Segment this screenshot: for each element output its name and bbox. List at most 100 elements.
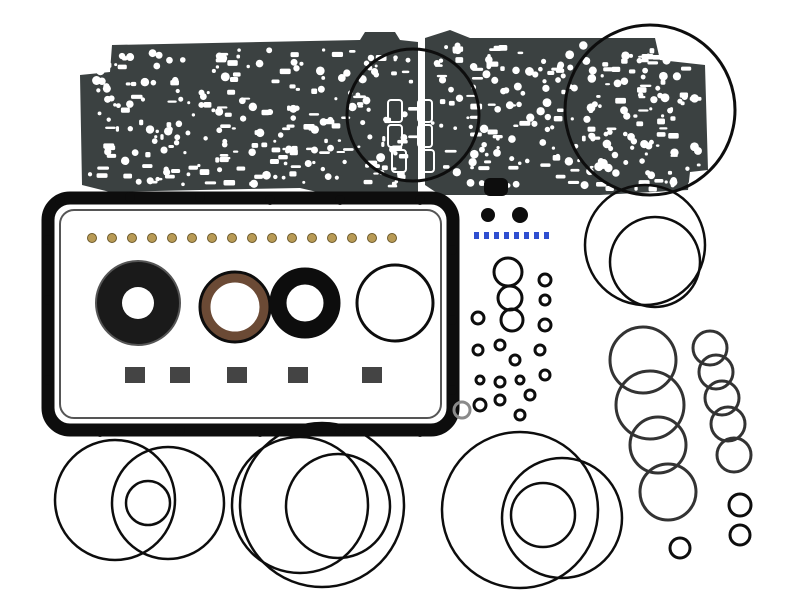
steel-washer (452, 400, 472, 420)
plate-hole (623, 160, 629, 165)
plate-hole (163, 127, 173, 136)
plate-hole (538, 66, 543, 72)
plate-hole (140, 97, 146, 102)
plate-hole (312, 160, 316, 165)
plate-hole (181, 182, 185, 187)
brass-sleeve (187, 233, 197, 243)
plate-hole (277, 132, 284, 138)
large-o-ring (345, 47, 481, 183)
plate-hole (317, 85, 325, 93)
plate-slot (382, 135, 386, 142)
plate-slot (508, 165, 519, 170)
plate-hole (135, 178, 142, 185)
plate-hole (237, 48, 241, 52)
plate-hole (580, 181, 589, 190)
plate-slot (492, 134, 503, 139)
blue-filter-plug (474, 232, 479, 239)
plate-hole (215, 107, 224, 116)
plate-hole (551, 146, 556, 150)
brass-sleeve (127, 233, 137, 243)
plate-hole (648, 139, 654, 145)
plate-hole (493, 149, 501, 157)
plate-hole (636, 57, 643, 64)
plate-slot (519, 120, 531, 126)
plate-hole (290, 115, 297, 121)
plate-hole (540, 58, 547, 64)
plate-slot (105, 126, 116, 129)
plate-slot (160, 134, 164, 140)
plate-slot (199, 169, 210, 175)
plate-hole (362, 96, 371, 105)
plate-slot (231, 127, 236, 130)
o-ring (110, 445, 226, 561)
plate-slot (668, 133, 679, 139)
small-o-ring (493, 375, 507, 389)
plate-slot (547, 70, 555, 76)
o-ring (238, 421, 406, 589)
plate-slot (633, 114, 638, 118)
left-separator-plate (80, 32, 418, 195)
plate-slot (363, 179, 373, 185)
plate-slot (581, 135, 586, 142)
plate-slot (659, 127, 668, 130)
plate-slot (120, 107, 130, 113)
blue-filter-plug (544, 232, 549, 239)
plate-hole (620, 77, 629, 86)
plate-hole (281, 175, 286, 180)
plate-hole (246, 64, 250, 69)
plate-slot (434, 64, 443, 67)
plate-slot (325, 119, 335, 125)
o-ring (727, 492, 753, 518)
plate-hole (556, 63, 564, 71)
plate-hole (255, 59, 264, 68)
plate-hole (186, 172, 191, 177)
plate-slot (331, 123, 341, 129)
plate-hole (97, 59, 102, 63)
plate-hole (438, 58, 444, 63)
plate-hole (198, 101, 205, 108)
plate-hole (681, 94, 688, 101)
small-o-ring (513, 408, 527, 422)
plate-hole (512, 66, 520, 75)
brass-sleeve (227, 233, 237, 243)
plate-hole (550, 125, 555, 130)
plate-slot (337, 139, 342, 142)
plate-hole (262, 170, 271, 180)
plate-slot (125, 82, 131, 86)
plate-hole (266, 108, 274, 116)
seal-disc-hole (122, 287, 154, 319)
gasket-bolt-tab (335, 195, 345, 205)
plate-slot (391, 181, 397, 187)
plate-hole (187, 101, 191, 105)
plate-slot (342, 148, 354, 151)
plate-slot (478, 166, 490, 171)
plate-slot (483, 160, 492, 164)
plate-hole (342, 159, 347, 165)
plate-slot (500, 66, 505, 72)
plate-slot (357, 105, 364, 108)
plate-hole (496, 145, 500, 150)
small-o-ring (471, 343, 485, 357)
plate-hole (155, 129, 159, 134)
plate-hole (597, 158, 605, 165)
plate-slot (290, 52, 299, 58)
plate-slot (611, 66, 621, 72)
plate-hole (513, 82, 522, 91)
plate-slot (311, 88, 318, 94)
plate-hole (103, 83, 110, 90)
small-o-ring (493, 338, 507, 352)
brass-sleeve (247, 233, 257, 243)
sealing-ring (709, 405, 747, 443)
plate-hole (367, 134, 373, 140)
plate-hole (612, 169, 620, 177)
plate-hole (455, 94, 464, 102)
plate-slot (166, 122, 172, 128)
plate-slot (567, 180, 580, 184)
plate-slot (596, 94, 601, 98)
plate-hole (104, 148, 112, 156)
blue-filter-plug (484, 232, 489, 239)
gasket-bolt-tab (447, 385, 457, 395)
plate-hole (151, 138, 158, 144)
plate-hole (524, 158, 530, 164)
plate-hole (645, 170, 651, 176)
